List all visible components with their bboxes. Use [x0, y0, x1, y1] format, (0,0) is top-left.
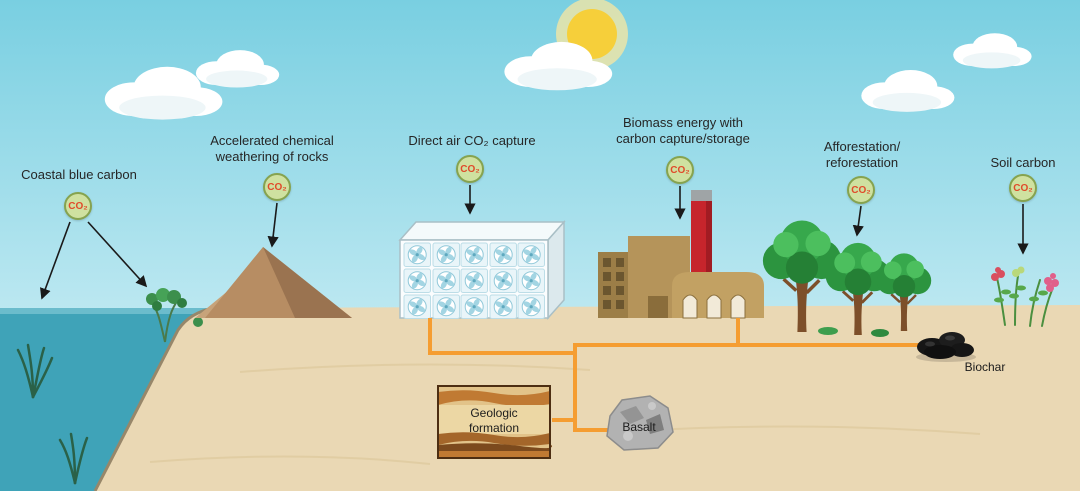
flow-arrows [40, 185, 1029, 300]
mountain [195, 247, 352, 318]
co2-badge-text: CO₂ [851, 184, 871, 196]
co2-badge-text: CO₂ [68, 200, 88, 212]
co2-badge-weathering: CO₂ [263, 173, 291, 201]
label-afforestation-reforestation: Afforestation/ reforestation [823, 139, 901, 170]
seagrass [16, 343, 89, 485]
label-soil-carbon: Soil carbon [990, 155, 1056, 170]
afforestation-trees [761, 218, 933, 337]
co2-badge-beccs: CO₂ [666, 156, 694, 184]
co2-badge-text: CO₂ [267, 181, 287, 193]
co2-pipes [428, 318, 920, 432]
soil-carbon-plants [991, 266, 1059, 327]
label-biochar: Biochar [964, 360, 1006, 374]
label-coastal-blue-carbon: Coastal blue carbon [21, 167, 137, 182]
label-direct-air-capture: Direct air CO₂ capture [408, 133, 536, 148]
label-geologic-formation: Geologic formation [468, 406, 520, 435]
co2-badge-text: CO₂ [460, 163, 480, 175]
co2-badge-text: CO₂ [1013, 182, 1033, 194]
sand-ground [93, 305, 1080, 491]
coastal-shrub [146, 288, 203, 343]
direct-air-capture-unit [398, 220, 566, 320]
biomass-power-plant [598, 190, 764, 319]
co2-badge-afforestation: CO₂ [847, 176, 875, 204]
co2-badge-coastal: CO₂ [64, 192, 92, 220]
co2-badge-text: CO₂ [670, 164, 690, 176]
label-biomass-energy-ccs: Biomass energy with carbon capture/stora… [616, 115, 750, 146]
label-chemical-weathering: Accelerated chemical weathering of rocks [210, 133, 334, 164]
factory-chimney [691, 190, 712, 277]
basalt-rock [606, 395, 674, 451]
label-basalt: Basalt [622, 420, 656, 434]
co2-badge-dac: CO₂ [456, 155, 484, 183]
co2-badge-soil: CO₂ [1009, 174, 1037, 202]
geologic-formation [437, 385, 552, 459]
biochar-lumps [916, 332, 976, 362]
